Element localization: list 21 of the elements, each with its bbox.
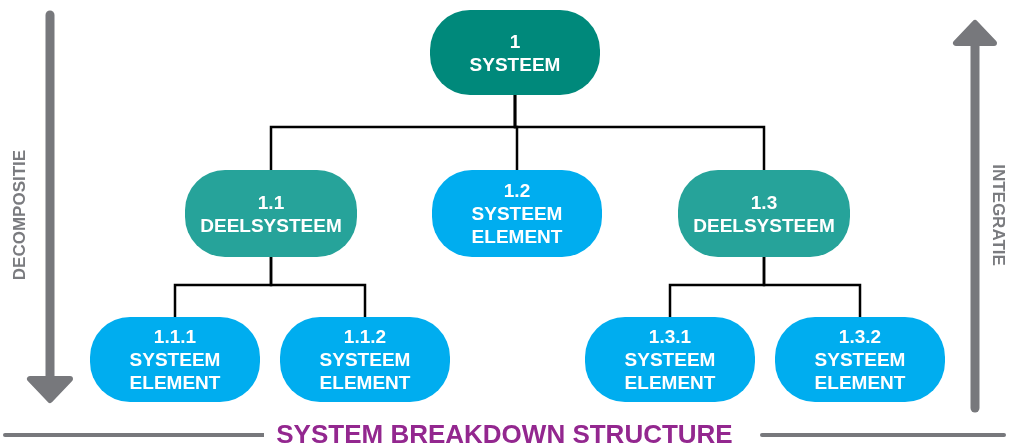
- node-number: 1.3.2: [838, 325, 882, 348]
- node-title: SYSTEEM ELEMENT: [128, 348, 222, 394]
- connector-line: [762, 257, 862, 317]
- node-title: SYSTEEM ELEMENT: [318, 348, 412, 394]
- node-title: SYSTEEM ELEMENT: [470, 202, 564, 248]
- node-number: 1.1: [257, 190, 285, 214]
- node-title: SYSTEEM ELEMENT: [623, 348, 717, 394]
- connector-line: [513, 95, 766, 170]
- node-number: 1.1.1: [153, 325, 197, 348]
- node-number: 1.2: [503, 179, 531, 202]
- axis-label: INTEGRATIE: [988, 164, 1008, 266]
- connector-line: [269, 257, 367, 317]
- node-title: SYSTEEM ELEMENT: [813, 348, 907, 394]
- node-number: 1.1.2: [343, 325, 387, 348]
- node-number: 1: [509, 29, 521, 53]
- node-number: 1.3: [750, 190, 778, 214]
- node-title: SYSTEEM: [469, 52, 561, 76]
- axis-label: DECOMPOSITIE: [10, 149, 30, 281]
- node-number: 1.3.1: [648, 325, 692, 348]
- node-title: DEELSYSTEEM: [693, 213, 835, 237]
- node-title: DEELSYSTEEM: [200, 213, 342, 237]
